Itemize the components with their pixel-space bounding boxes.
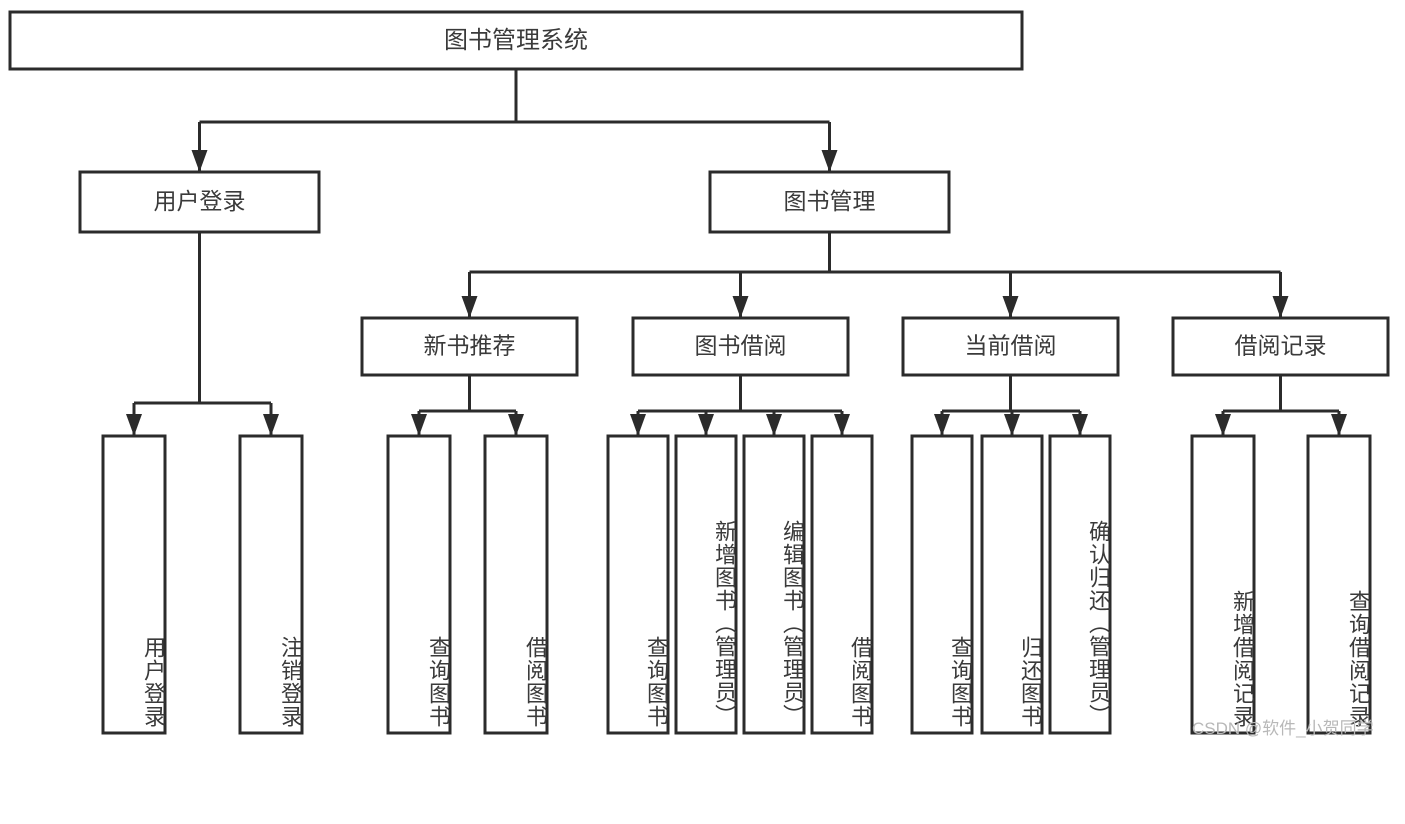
node-leaf-edit-book[interactable]: [742, 434, 806, 735]
csdn-watermark: CSDN @软件_小贺同学: [1192, 719, 1374, 738]
node-label-book-borrow: 图书借阅: [695, 333, 787, 359]
node-root[interactable]: [8, 10, 1024, 71]
node-book-borrow[interactable]: [631, 316, 850, 377]
node-label-current-borrow: 当前借阅: [965, 333, 1057, 359]
node-leaf-user-login[interactable]: [101, 434, 167, 735]
node-user-login[interactable]: [78, 170, 321, 234]
node-label-book-manage: 图书管理: [784, 188, 876, 214]
node-leaf-query-book-3[interactable]: [910, 434, 974, 735]
node-new-book-recommend[interactable]: [360, 316, 579, 377]
connectors-layer: [126, 69, 1347, 436]
diagram-canvas: 图书管理系统用户登录图书管理新书推荐图书借阅当前借阅借阅记录 用户登录注销登录查…: [8, 10, 1390, 738]
node-leaf-query-book-1[interactable]: [386, 434, 452, 735]
node-label-new-book-recommend: 新书推荐: [424, 333, 516, 359]
node-label-root: 图书管理系统: [444, 27, 588, 54]
node-leaf-query-record[interactable]: [1306, 434, 1372, 735]
node-book-manage[interactable]: [708, 170, 951, 234]
node-current-borrow[interactable]: [901, 316, 1120, 377]
node-leaf-return-book[interactable]: [980, 434, 1044, 735]
node-leaf-borrow-book-2[interactable]: [810, 434, 874, 735]
node-leaf-query-book-2[interactable]: [606, 434, 670, 735]
node-label-user-login: 用户登录: [154, 188, 246, 214]
node-leaf-logout[interactable]: [238, 434, 304, 735]
node-borrow-record[interactable]: [1171, 316, 1390, 377]
node-leaf-borrow-book-1[interactable]: [483, 434, 549, 735]
node-label-borrow-record: 借阅记录: [1235, 333, 1327, 359]
node-leaf-confirm-return[interactable]: [1048, 434, 1112, 735]
node-leaf-add-record[interactable]: [1190, 434, 1256, 735]
node-leaf-add-book[interactable]: [674, 434, 738, 735]
